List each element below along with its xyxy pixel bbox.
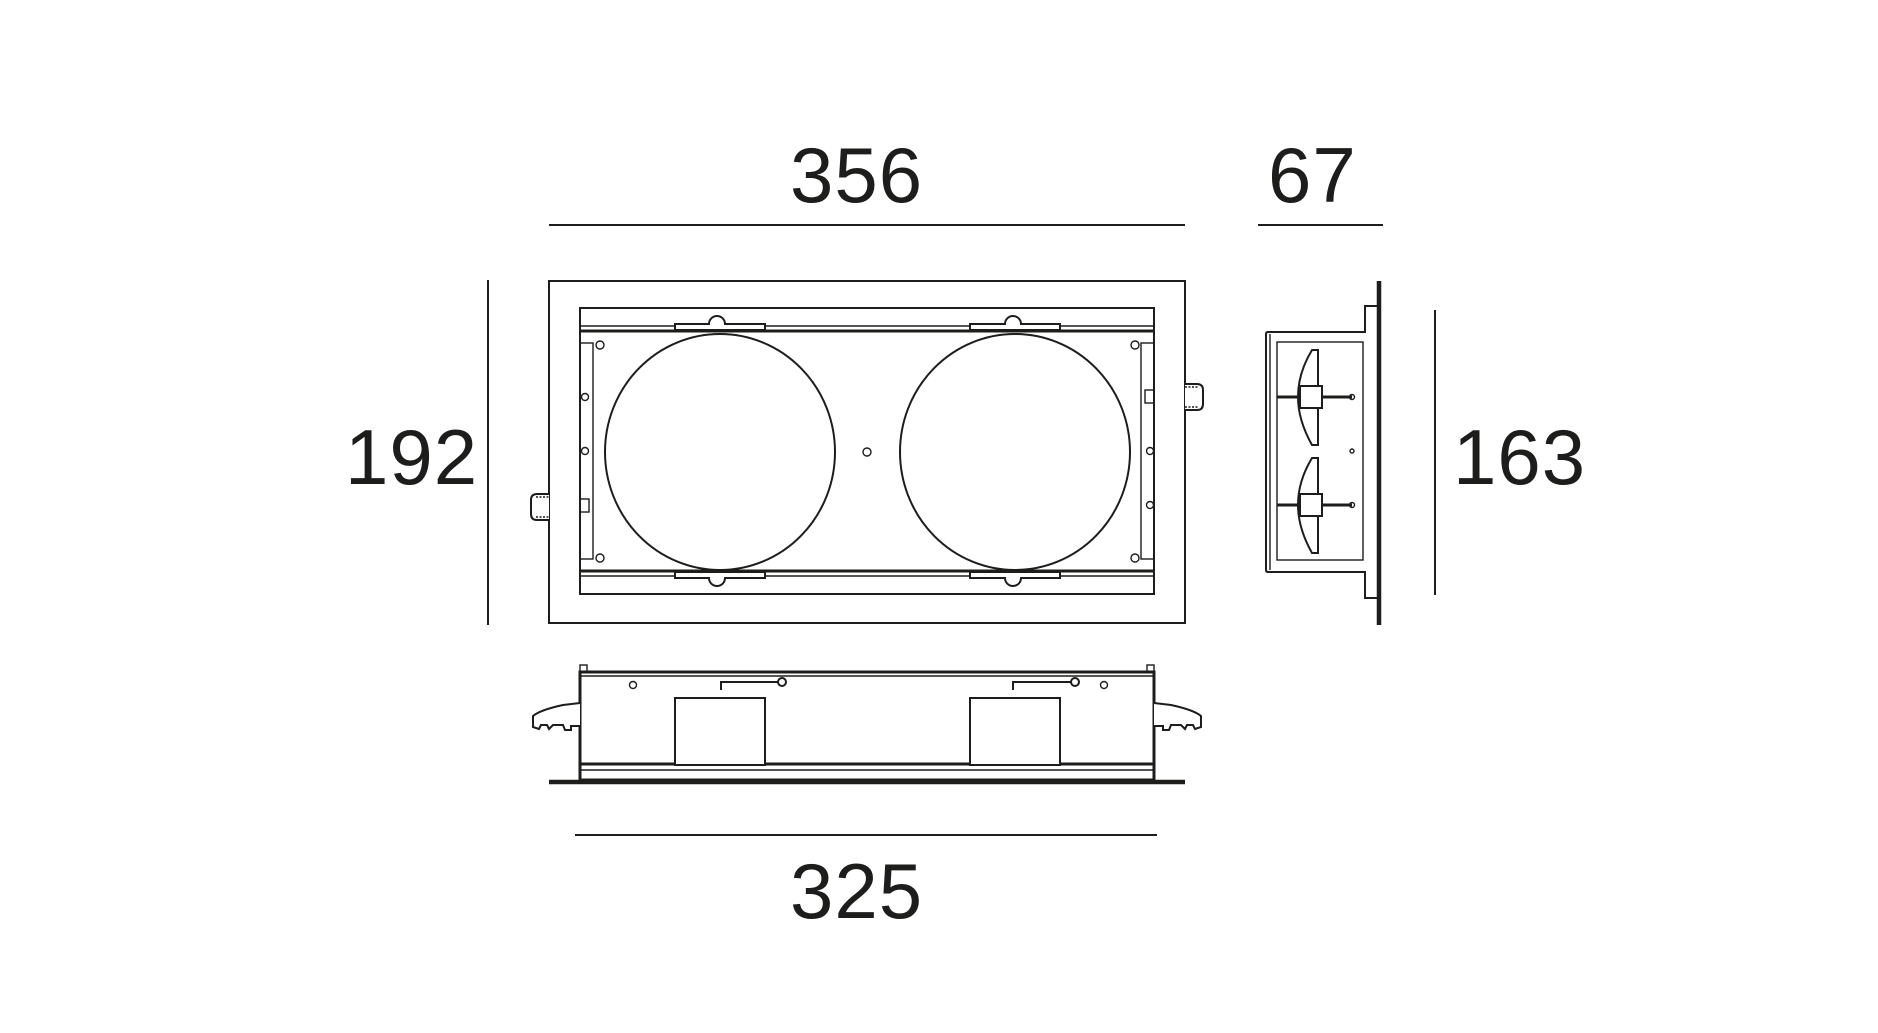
driver-box-left bbox=[674, 697, 766, 766]
driver-box-right bbox=[969, 697, 1061, 766]
dim-label-depth: 67 bbox=[1268, 131, 1357, 219]
bottom-tabs bbox=[674, 571, 1061, 587]
center-hole bbox=[862, 447, 872, 457]
elevation-rods bbox=[628, 677, 1109, 690]
left-strip bbox=[579, 342, 594, 560]
aperture-left bbox=[604, 333, 836, 571]
outer-trim bbox=[548, 280, 1186, 624]
side-clip-lower bbox=[1277, 457, 1356, 554]
plan-view bbox=[530, 280, 1204, 624]
clip-left bbox=[530, 493, 549, 521]
top-tabs bbox=[674, 315, 1061, 331]
elevation-clip-left bbox=[532, 702, 581, 731]
side-clip-upper bbox=[1277, 349, 1356, 446]
inner-housing bbox=[579, 307, 1155, 595]
aperture-right bbox=[899, 333, 1131, 571]
right-strip bbox=[1140, 342, 1155, 560]
side-view bbox=[1265, 281, 1382, 625]
side-inner-box bbox=[1276, 341, 1364, 561]
mounting-holes bbox=[580, 340, 1155, 563]
dim-label-overall-height: 192 bbox=[345, 413, 479, 501]
dim-label-cutout-width: 325 bbox=[790, 847, 924, 935]
dim-label-cutout-height: 163 bbox=[1453, 413, 1587, 501]
elevation-clip-right bbox=[1153, 702, 1202, 731]
dim-label-overall-width: 356 bbox=[790, 131, 924, 219]
dimension-lines bbox=[487, 224, 1436, 836]
clip-right bbox=[1185, 383, 1204, 411]
front-elevation bbox=[532, 664, 1202, 785]
